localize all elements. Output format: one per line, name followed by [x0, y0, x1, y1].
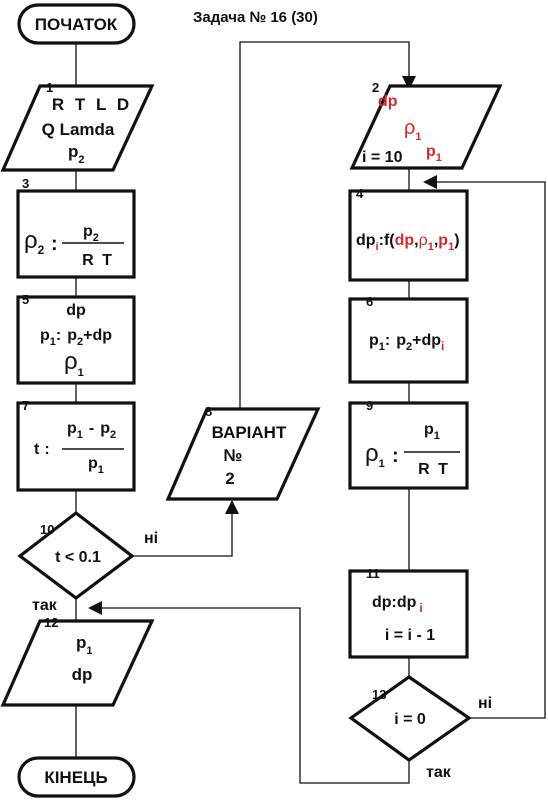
- arrow-left-to-12: [88, 601, 102, 615]
- block-2-p: p1: [426, 143, 442, 164]
- block-3-shape: [16, 189, 136, 279]
- block-8-output: 8 ВАРІАНТ № 2: [165, 404, 321, 501]
- start-shape: [17, 3, 136, 45]
- block-10-shape: [17, 510, 135, 600]
- end-shape: [17, 756, 136, 798]
- block-3-denominator: R T: [82, 252, 114, 269]
- block-1-line1: R T L D: [52, 95, 132, 114]
- block-6-process: 6 p1:p2+dpi: [348, 294, 469, 384]
- block-12-line1: p1: [76, 633, 93, 657]
- block-5-number: 5: [22, 292, 29, 307]
- block-8-line2: №: [224, 446, 243, 465]
- block-5-assignment: p1:p2+dp: [40, 327, 112, 348]
- block-3-numerator: p2: [83, 223, 99, 244]
- connector-8-to-2: [239, 41, 410, 408]
- block-12-output: 12 p1 dp: [0, 615, 155, 707]
- block-6-number: 6: [366, 294, 373, 309]
- arrow-up-to-8: [225, 500, 239, 514]
- block-10-condition: t < 0.1: [55, 549, 101, 566]
- block-5-dp: dp: [66, 302, 86, 319]
- block-4-number: 4: [356, 186, 364, 201]
- arrow-left-to-4: [423, 175, 437, 189]
- block-9-denominator: R T: [418, 461, 450, 478]
- end-label: КІНЕЦЬ: [44, 768, 107, 787]
- block-3-rho: ρ2: [24, 227, 45, 257]
- end-terminal: КІНЕЦЬ: [17, 756, 136, 798]
- block-5-rho: ρ1: [64, 348, 84, 379]
- block-8-line3: 2: [225, 469, 234, 488]
- block-6-expression: p1:p2+dpi: [369, 332, 444, 353]
- block-13-condition: i = 0: [394, 711, 426, 728]
- block-9-numerator: p1: [424, 421, 440, 442]
- block-12-shape: [0, 619, 155, 707]
- connectors: [75, 41, 546, 784]
- block-1-line3: p2: [68, 142, 85, 166]
- block-2-shape: [349, 84, 503, 170]
- block-4-shape: [348, 189, 469, 282]
- block-3-assign: :: [51, 233, 58, 255]
- block-2-rho: ρ1: [404, 117, 422, 143]
- block-7-shape: [16, 401, 136, 492]
- block-9-rho: ρ1: [365, 440, 385, 470]
- arrow-down-to-2: [402, 76, 416, 90]
- block-10-no-label: ні: [144, 530, 158, 547]
- block-8-line1: ВАРІАНТ: [212, 423, 287, 442]
- block-13-no-label: ні: [478, 695, 492, 712]
- start-terminal: ПОЧАТОК: [17, 3, 136, 45]
- block-12-number: 12: [44, 615, 58, 630]
- block-1-input: 1 R T L D Q Lamda p2: [0, 80, 155, 172]
- block-10-number: 10: [40, 522, 54, 537]
- block-7-denominator: p1: [88, 455, 104, 476]
- connector-13-yes-to-12: [100, 607, 410, 784]
- block-10-decision: 10 t < 0.1 ні так: [17, 510, 158, 614]
- connector-10-no-to-8: [132, 510, 233, 557]
- block-3-process: 3 ρ2 : p2 R T: [16, 176, 136, 279]
- block-9-process: 9 ρ1 : p1 R T: [348, 398, 469, 490]
- start-label: ПОЧАТОК: [35, 15, 118, 34]
- block-13-decision: 13 i = 0 ні так: [348, 675, 492, 781]
- block-2-i-init: i = 10: [362, 149, 403, 166]
- block-7-numerator: p1-p2: [67, 420, 116, 441]
- block-2-input: 2 dp ρ1 i = 10 p1: [349, 80, 503, 170]
- block-10-yes-label: так: [32, 597, 58, 614]
- block-11-shape: [348, 569, 469, 659]
- block-11-number: 11: [366, 566, 380, 581]
- block-5-shape: [16, 295, 136, 385]
- block-12-line2: dp: [72, 665, 93, 684]
- block-7-number: 7: [22, 398, 29, 413]
- block-2-dp: dp: [378, 93, 398, 110]
- block-9-assign: :: [392, 445, 399, 467]
- block-13-yes-label: так: [426, 764, 452, 781]
- block-9-shape: [348, 401, 469, 490]
- connector-13-no-loop: [435, 181, 546, 719]
- block-8-shape: [165, 407, 321, 501]
- block-6-shape: [348, 297, 469, 384]
- block-7-process: 7 t: p1-p2 p1: [16, 398, 136, 492]
- block-9-number: 9: [366, 398, 373, 413]
- block-11-line2: i = i - 1: [385, 627, 435, 644]
- block-2-number: 2: [372, 80, 379, 95]
- block-3-number: 3: [22, 176, 29, 191]
- block-8-number: 8: [205, 404, 212, 419]
- block-5-process: 5 dp p1:p2+dp ρ1: [16, 292, 136, 385]
- block-1-number: 1: [46, 80, 53, 95]
- block-4-expression: dpi:f(dp,ρ1,p1): [356, 232, 460, 253]
- block-13-shape: [348, 675, 472, 762]
- block-1-shape: [0, 84, 155, 172]
- block-4-process: 4 dpi:f(dp,ρ1,p1): [348, 186, 469, 282]
- block-13-number: 13: [372, 687, 386, 702]
- diagram-title: Задача № 16 (30): [193, 9, 318, 26]
- block-7-lhs: t:: [34, 441, 50, 458]
- block-1-line2: Q Lamda: [42, 120, 115, 139]
